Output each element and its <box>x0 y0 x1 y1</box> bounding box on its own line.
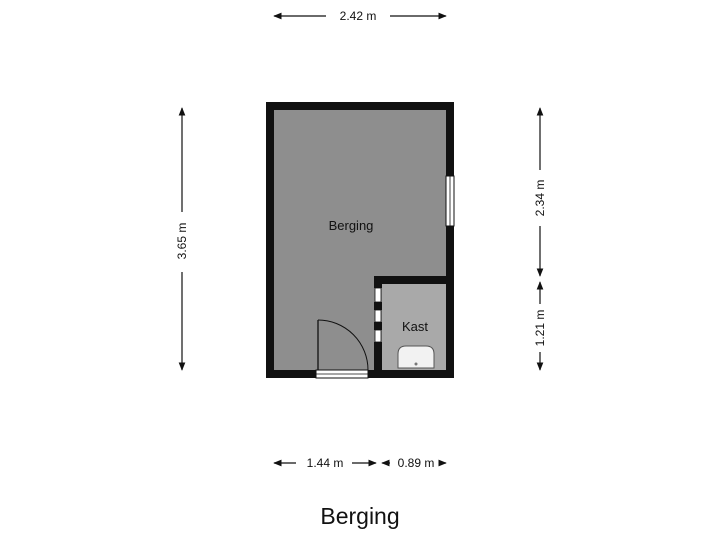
dimension-left-height-label: 3.65 m <box>175 223 189 260</box>
dimension-top-width-label: 2.42 m <box>340 9 377 23</box>
dimension-right-lower-label: 1.21 m <box>533 310 547 347</box>
dimension-bottom-right-label: 0.89 m <box>398 456 435 470</box>
dimension-bottom-right: 0.89 m <box>381 456 447 470</box>
dimension-right-lower: 1.21 m <box>533 281 547 371</box>
plan-title: Berging <box>320 503 400 529</box>
door-entry <box>315 319 369 379</box>
dimension-right-upper: 2.34 m <box>533 107 547 277</box>
dimension-left-height: 3.65 m <box>175 107 189 371</box>
walls <box>266 102 454 378</box>
dimension-bottom-left: 1.44 m <box>273 456 377 470</box>
appliance-icon <box>397 345 435 369</box>
room-label-berging: Berging <box>329 218 374 233</box>
kast-sliding-door <box>374 287 382 343</box>
window-right <box>445 175 455 227</box>
room-label-kast: Kast <box>402 319 428 334</box>
dimension-right-upper-label: 2.34 m <box>533 180 547 217</box>
dimension-bottom-left-label: 1.44 m <box>307 456 344 470</box>
dimension-top-width: 2.42 m <box>273 9 447 23</box>
